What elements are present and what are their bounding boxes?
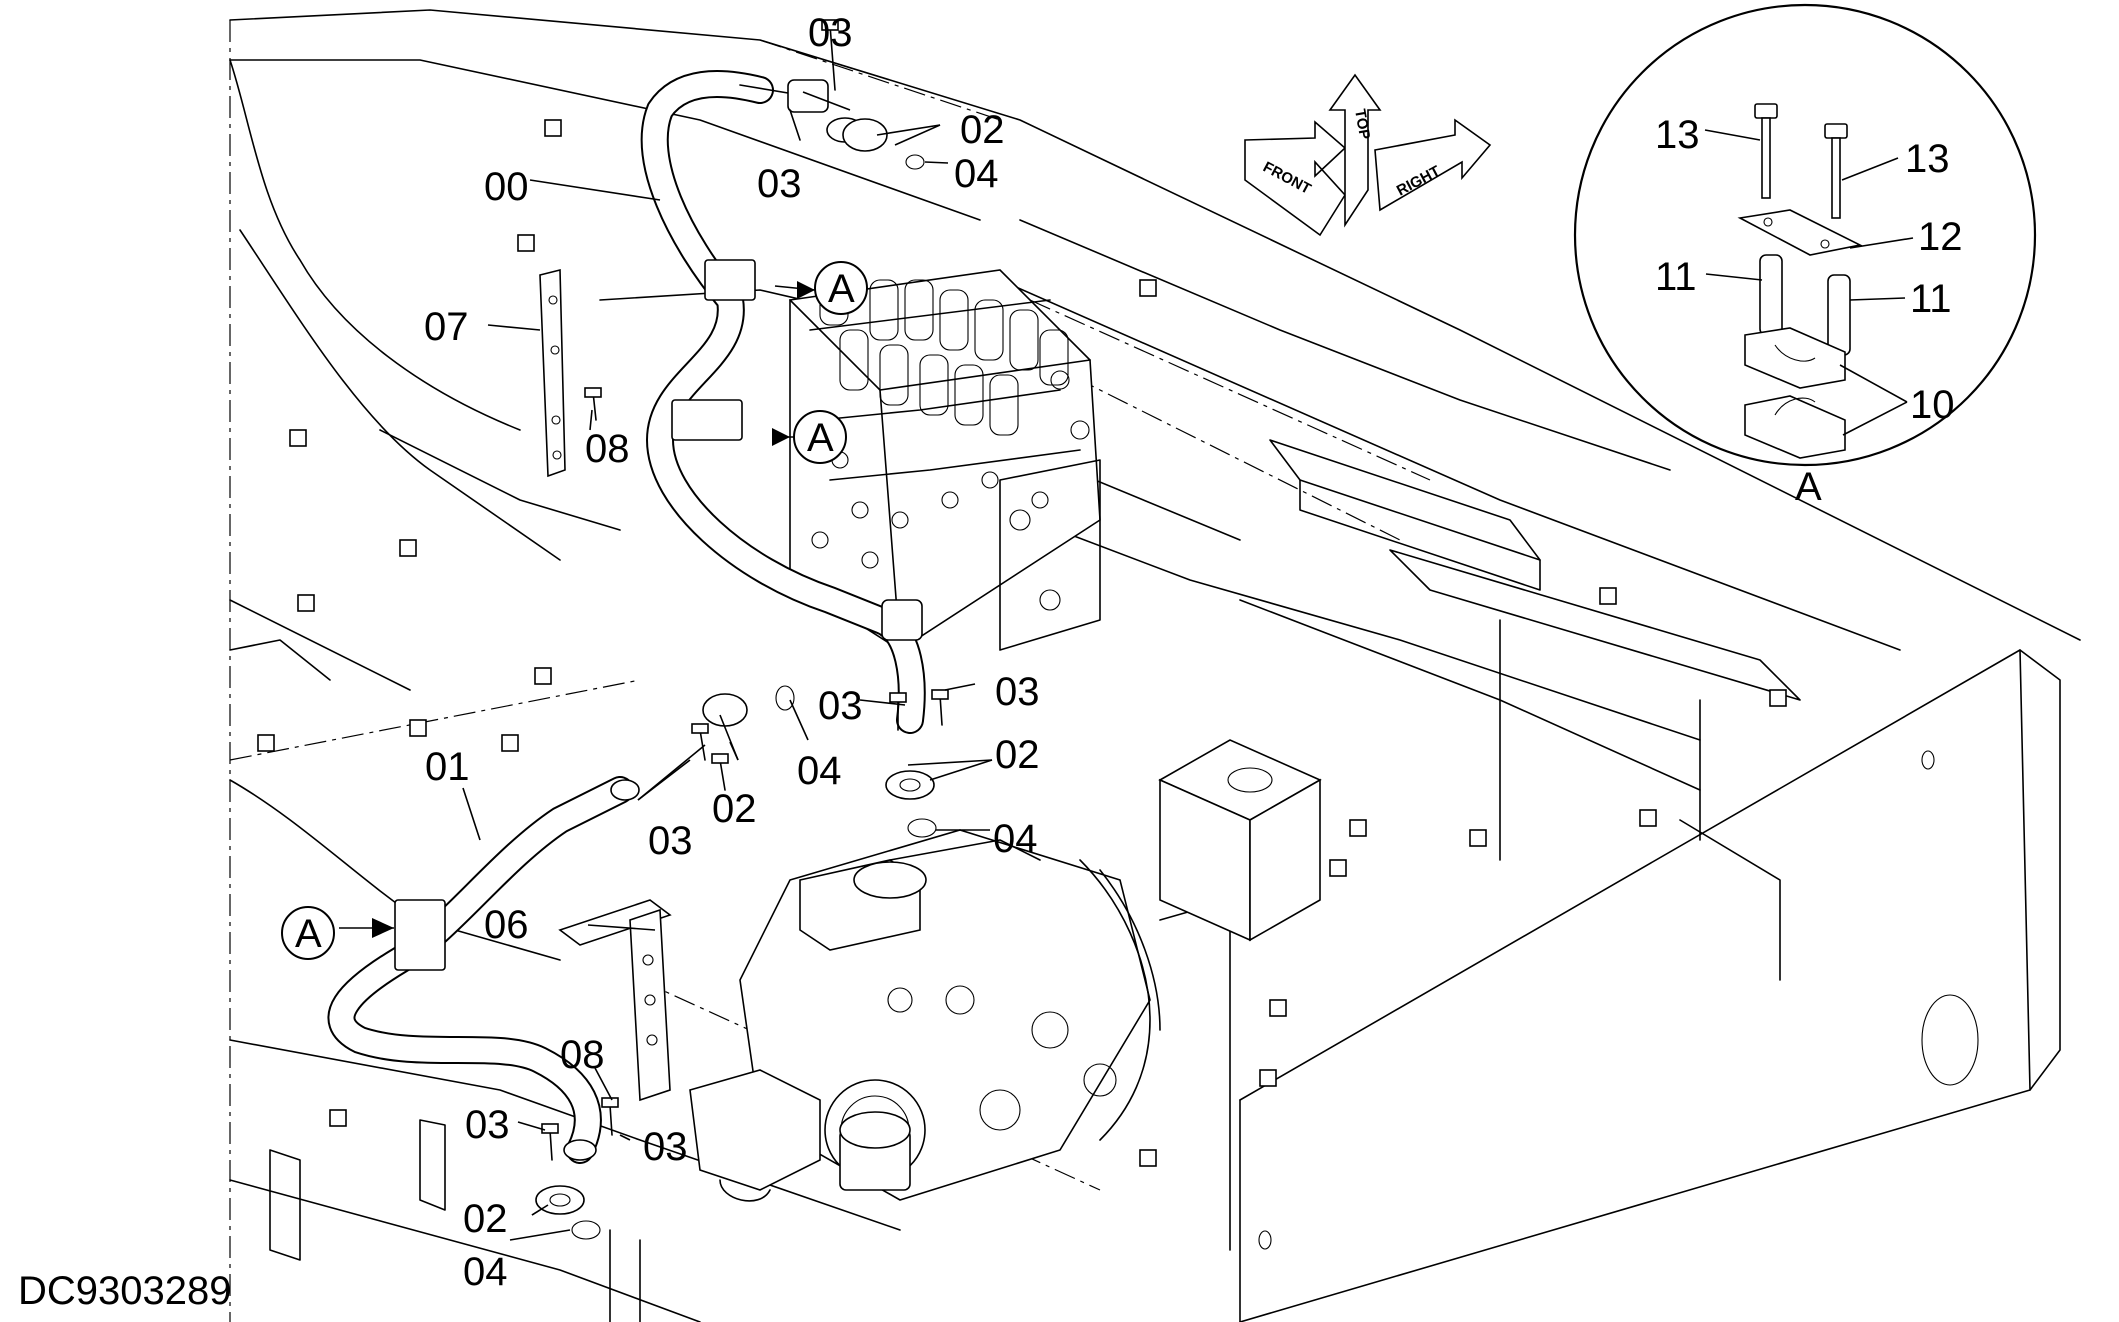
- callout-12: 12: [1918, 215, 1963, 259]
- hose-00: [640, 70, 926, 734]
- orientation-symbol: FRONT TOP RIGHT: [1244, 73, 1492, 237]
- callout-03: 03: [465, 1103, 510, 1147]
- bracket-06: [558, 899, 672, 1102]
- callout-11: 11: [1655, 255, 1697, 299]
- callout-04: 04: [954, 152, 999, 196]
- drawing-id: DC9303289: [18, 1269, 232, 1313]
- reference-a-label: A: [828, 267, 855, 311]
- callout-03: 03: [995, 670, 1040, 714]
- callout-labels: 03 02 03 04 00 07 08 03 03 02 04 02 03 0…: [18, 11, 1963, 1313]
- callout-03: 03: [808, 11, 853, 55]
- callout-10: 10: [1910, 383, 1955, 427]
- detail-a-caption: A: [1795, 465, 1822, 509]
- callout-08: 08: [585, 427, 630, 471]
- callout-07: 07: [424, 305, 469, 349]
- callout-03: 03: [643, 1125, 688, 1169]
- callout-02: 02: [463, 1197, 508, 1241]
- reference-a-label: A: [295, 912, 322, 956]
- callout-06: 06: [484, 903, 529, 947]
- callout-04: 04: [993, 817, 1038, 861]
- hose-01: [327, 776, 640, 1164]
- callout-11: 11: [1910, 277, 1952, 321]
- right-side-frame: [1159, 619, 2061, 1322]
- o-rings: [571, 154, 937, 1240]
- callout-00: 00: [484, 165, 529, 209]
- bracket-07: [539, 268, 566, 478]
- upper-frame: [229, 9, 2081, 1322]
- callout-04: 04: [797, 749, 842, 793]
- detail-a-view: [1573, 3, 2037, 467]
- callout-04: 04: [463, 1250, 508, 1294]
- callout-03: 03: [818, 684, 863, 728]
- callout-02: 02: [995, 733, 1040, 777]
- top-direction-label: TOP: [1351, 108, 1373, 141]
- callout-01: 01: [425, 745, 470, 789]
- reference-a-label: A: [807, 416, 834, 460]
- frame-clips: [257, 119, 1787, 1167]
- callout-13: 13: [1655, 113, 1700, 157]
- callout-08: 08: [560, 1033, 605, 1077]
- callout-02: 02: [960, 108, 1005, 152]
- callout-13: 13: [1905, 137, 1950, 181]
- bolts: [541, 19, 949, 1161]
- callout-02: 02: [712, 787, 757, 831]
- callout-03: 03: [757, 162, 802, 206]
- reference-arrows: [281, 261, 868, 960]
- leader-lines: [462, 91, 1914, 1241]
- callout-03: 03: [648, 819, 693, 863]
- center-tower-block: [1158, 739, 1322, 942]
- main-pump: [689, 829, 1161, 1202]
